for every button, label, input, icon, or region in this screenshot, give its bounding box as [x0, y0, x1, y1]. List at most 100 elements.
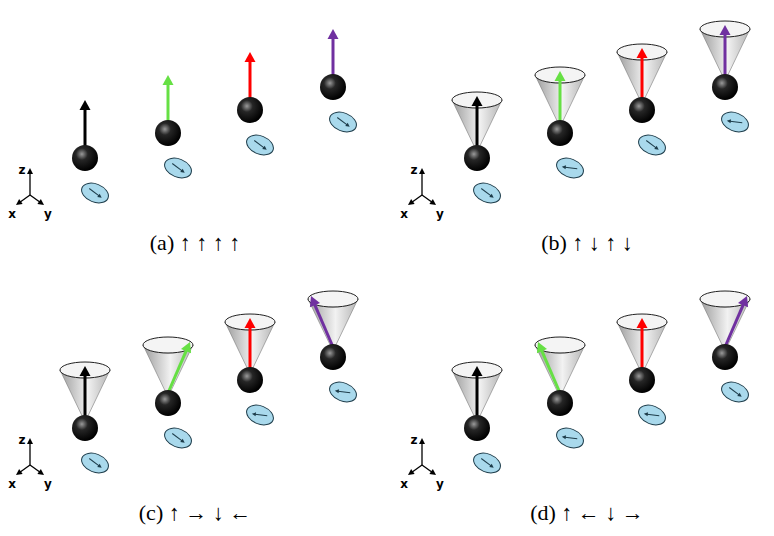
- cone-rim: [452, 362, 502, 378]
- spin-site: [155, 75, 194, 182]
- x-axis-shaft: [20, 465, 30, 472]
- spin-arrow-head: [637, 318, 648, 328]
- axis-label: x: [8, 207, 16, 221]
- atom-sphere: [547, 120, 573, 146]
- orbital-arrow-head: [561, 434, 567, 439]
- spin-arrow-shaft: [167, 83, 170, 123]
- atom-sphere: [547, 390, 573, 416]
- cone-rim: [700, 21, 750, 37]
- spin-site: [617, 44, 668, 159]
- axis-label: z: [411, 163, 418, 177]
- spin-panel: [408, 291, 751, 477]
- atom-sphere: [712, 344, 738, 370]
- spin-arrow-head: [472, 366, 483, 376]
- orbital-ellipse: [471, 449, 504, 476]
- orbital-arrow-head: [489, 193, 495, 198]
- orbital-ellipse: [636, 401, 669, 428]
- orbital-arrow-shaft: [565, 434, 577, 441]
- orbital-shape: [79, 179, 112, 206]
- z-axis-head: [419, 168, 425, 174]
- atom-sphere: [237, 367, 263, 393]
- orbital-ellipse: [327, 108, 360, 135]
- orbital-arrow-shaft: [171, 164, 183, 171]
- z-axis-head: [419, 438, 425, 444]
- spin-arrow-shaft: [559, 79, 562, 123]
- y-axis-head: [429, 199, 436, 205]
- orbital-shape: [327, 108, 360, 135]
- orbital-shape: [79, 449, 112, 476]
- orbital-shape: [471, 179, 504, 206]
- axis-label: x: [400, 207, 408, 221]
- spin-site: [225, 314, 276, 429]
- spin-arrow-head: [245, 318, 256, 328]
- precession-cone: [535, 75, 585, 127]
- atom-sphere: [464, 415, 490, 441]
- axis-label: z: [19, 433, 26, 447]
- orbital-arrow-shaft: [336, 118, 348, 125]
- orbital-arrow-head: [262, 145, 268, 150]
- x-axis-shaft: [20, 195, 30, 202]
- spin-arrow-shaft: [541, 349, 560, 393]
- panel-caption: (a) ↑ ↑ ↑ ↑: [150, 230, 240, 256]
- cone-rim: [617, 314, 667, 330]
- orbital-arrow-shaft: [730, 118, 742, 125]
- axis-label: x: [400, 477, 408, 491]
- spin-site: [237, 52, 276, 159]
- atom-sphere: [629, 367, 655, 393]
- orbital-arrow-head: [180, 168, 186, 173]
- axis-label: x: [8, 477, 16, 491]
- spin-panel: [16, 29, 359, 207]
- orbital-ellipse: [471, 179, 504, 206]
- z-axis-shaft: [421, 173, 422, 195]
- spin-site: [308, 291, 359, 406]
- spin-arrow-head: [555, 71, 566, 81]
- cone-rim: [535, 337, 585, 353]
- spin-site: [700, 21, 751, 136]
- y-axis-shaft: [422, 195, 432, 202]
- axis-label: y: [436, 207, 444, 221]
- orbital-ellipse: [719, 378, 752, 405]
- spin-site: [617, 314, 668, 429]
- orbital-arrow-shaft: [171, 434, 183, 441]
- atom-sphere: [155, 390, 181, 416]
- y-axis-shaft: [30, 195, 40, 202]
- orbital-arrow-shaft: [480, 459, 492, 466]
- spin-arrow-shaft: [84, 374, 87, 418]
- orbital-shape: [471, 449, 504, 476]
- orbital-arrow-shaft: [645, 141, 657, 148]
- y-axis-shaft: [422, 465, 432, 472]
- orbital-arrow-head: [726, 118, 732, 123]
- atom-sphere: [72, 415, 98, 441]
- spin-arrow-head: [537, 342, 547, 353]
- orbital-arrow-head: [97, 193, 103, 198]
- orbital-shape: [244, 131, 277, 158]
- orbital-ellipse: [244, 401, 277, 428]
- orbital-arrow-shaft: [728, 388, 740, 395]
- spin-arrow-shaft: [725, 303, 744, 347]
- spin-site: [535, 67, 586, 182]
- z-axis-shaft: [421, 443, 422, 465]
- spin-arrow-shaft: [249, 326, 252, 370]
- spin-site: [452, 362, 503, 477]
- spin-arrow-shaft: [168, 349, 187, 393]
- orbital-arrow-head: [334, 388, 340, 393]
- orbital-arrow-head: [654, 145, 660, 150]
- z-axis-head: [27, 438, 33, 444]
- axis-label: z: [411, 433, 418, 447]
- orbital-ellipse: [719, 108, 752, 135]
- panel-caption: (b) ↑ ↓ ↑ ↓: [541, 230, 633, 256]
- precession-cone: [617, 52, 667, 104]
- spin-arrow-shaft: [314, 303, 333, 347]
- axis-label: z: [19, 163, 26, 177]
- orbital-arrow-shaft: [480, 189, 492, 196]
- spin-site: [72, 100, 111, 207]
- orbital-shape: [554, 154, 587, 181]
- orbital-arrow-head: [345, 122, 351, 127]
- orbital-ellipse: [327, 378, 360, 405]
- orbital-ellipse: [554, 424, 587, 451]
- atom-sphere: [464, 145, 490, 171]
- spin-arrow-shaft: [249, 60, 252, 100]
- y-axis-head: [37, 469, 44, 475]
- x-axis-shaft: [412, 465, 422, 472]
- axis-label: y: [44, 477, 52, 491]
